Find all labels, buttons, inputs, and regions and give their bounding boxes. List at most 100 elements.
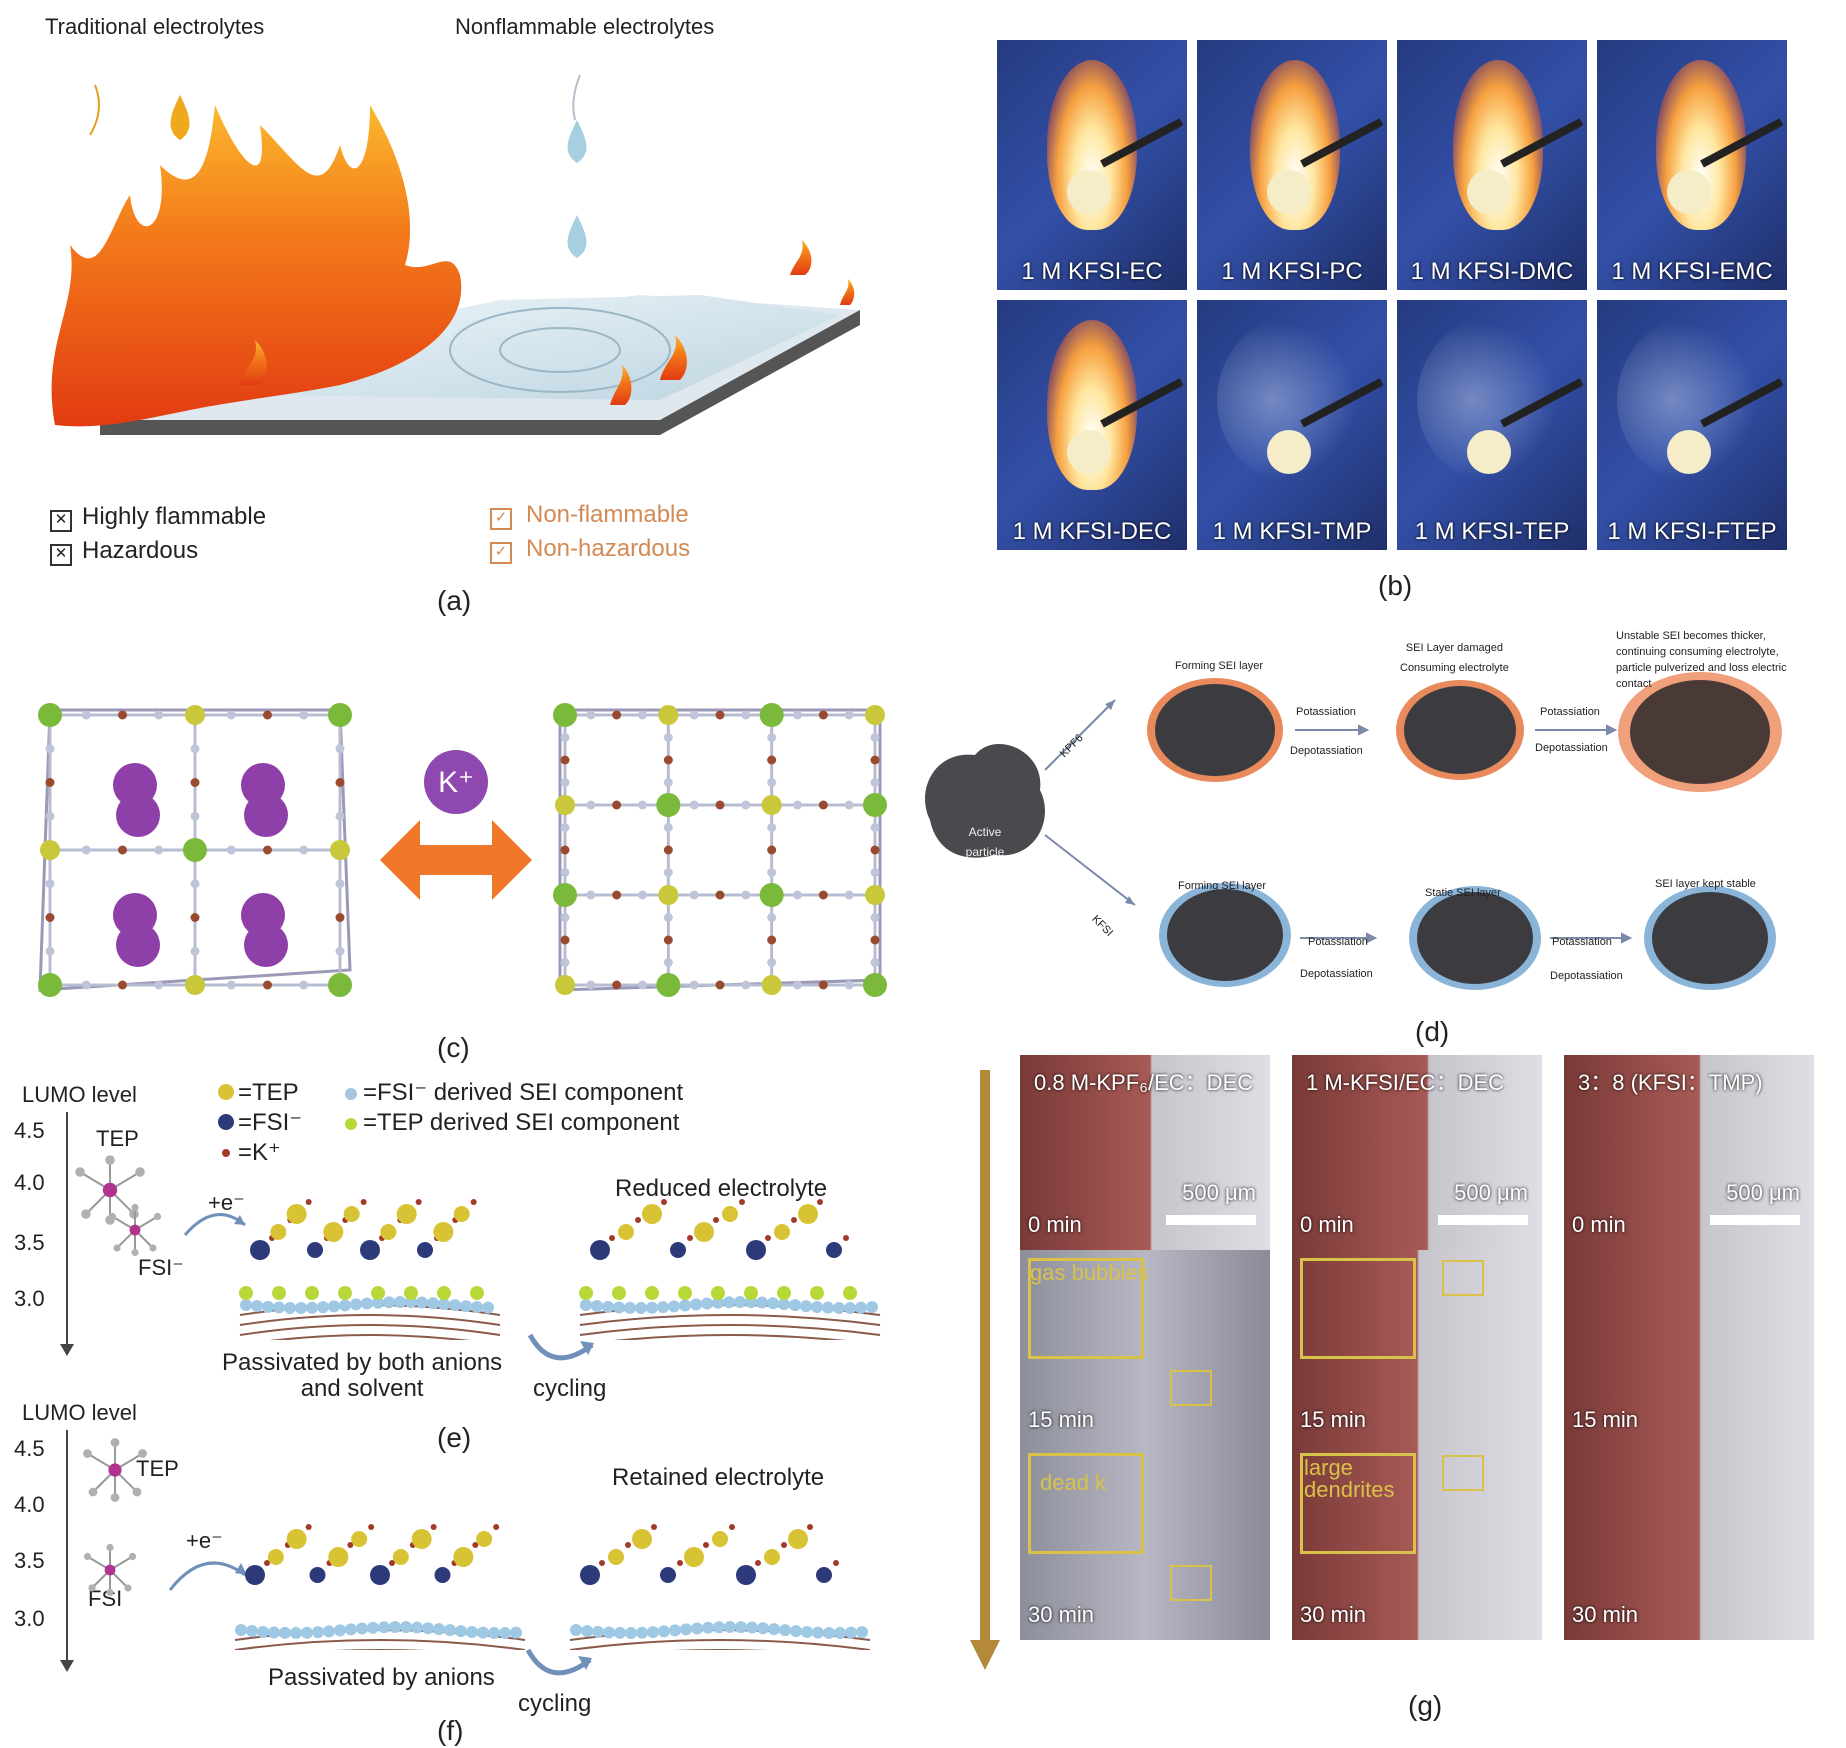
framework-node (328, 973, 352, 997)
sample-disc (1667, 430, 1711, 474)
column-title: 3：8 (KFSI：TMP) (1578, 1070, 1763, 1095)
fire-group (51, 105, 855, 427)
cycling-arrow-e (527, 1333, 594, 1361)
tep-label-e: TEP (96, 1126, 139, 1151)
legend-e-sei: =FSI⁻ derived SEI component =TEP derived… (345, 1078, 683, 1138)
caption-d: (d) (1415, 1016, 1450, 1047)
caption-c: (c) (437, 1032, 470, 1063)
molecule-tep-fsi-f (83, 1438, 147, 1597)
zoom-region (1170, 1565, 1212, 1601)
drop-traditional (170, 95, 190, 140)
flame-test-tile: 1 M KFSI-TEP (1397, 300, 1587, 550)
framework-node (658, 885, 679, 905)
scale-label: 500 μm (1182, 1180, 1256, 1205)
tep-label-f: TEP (136, 1456, 179, 1481)
flame-test-label: 1 M KFSI-EMC (1611, 258, 1773, 285)
caption-e: (e) (437, 1422, 472, 1453)
tick-f-35: 3.5 (14, 1548, 45, 1573)
scale-bar (1166, 1215, 1256, 1225)
framework-node (185, 705, 205, 725)
microscopy-tile: 15 min (1292, 1250, 1542, 1445)
bottom-stage-1: Forming SEI layer (1178, 880, 1267, 892)
tick-e-30: 3.0 (14, 1286, 45, 1311)
good-item-1: Non-flammable (526, 501, 689, 528)
framework-node (553, 703, 577, 727)
caption-b: (b) (1378, 570, 1413, 601)
reduced-label: Reduced electrolyte (615, 1175, 828, 1202)
framework-node (38, 703, 62, 727)
flame-test-tile: 1 M KFSI-DEC (997, 300, 1187, 550)
framework-node (38, 973, 62, 997)
framework-node (555, 975, 575, 995)
bad-list: ✕Highly flammable ✕Hazardous (50, 500, 266, 568)
cycling-label-e: cycling (533, 1375, 607, 1402)
sample-disc (1067, 170, 1111, 214)
flame-test-label: 1 M KFSI-DEC (1012, 518, 1172, 545)
depotassiation-label: Depotassiation (1300, 968, 1373, 980)
flame-test-tile: 1 M KFSI-DMC (1397, 40, 1587, 290)
depotassiation-label: Depotassiation (1535, 742, 1608, 754)
fsi-dot-icon (218, 1114, 234, 1130)
potassiation-label: Potassiation (1552, 936, 1612, 948)
depotassiation-label: Depotassiation (1550, 970, 1623, 982)
sample-disc (1467, 430, 1511, 474)
sample-disc (1267, 170, 1311, 214)
drop-1 (567, 120, 587, 163)
flame-test-tile: 1 M KFSI-FTEP (1597, 300, 1787, 550)
bad-item-2: Hazardous (82, 537, 199, 564)
tick-f-30: 3.0 (14, 1606, 45, 1631)
caption-f: (f) (437, 1715, 464, 1746)
tick-f-40: 4.0 (14, 1492, 45, 1517)
particles-kpf6 (1147, 672, 1782, 792)
arrow-traditional (89, 84, 100, 136)
time-label: 0 min (1028, 1212, 1082, 1237)
framework-node (759, 703, 784, 727)
k-ion-icon (424, 750, 488, 814)
microscopy-tile: 3：8 (KFSI：TMP) 500 μm 0 min (1564, 1055, 1814, 1250)
column-title: 0.8 M-KPF₆/EC：DEC (1034, 1070, 1254, 1095)
scale-label: 500 μm (1726, 1180, 1800, 1205)
sei-scene-e (239, 1199, 881, 1340)
lumo-label-e: LUMO level (22, 1082, 137, 1107)
microscopy-tile: 30 min (1564, 1445, 1814, 1640)
framework-right (553, 703, 887, 997)
top-stage-3: Unstable SEI becomes thicker,continuing … (1616, 630, 1787, 690)
framework-node (863, 973, 887, 997)
time-label: 30 min (1300, 1602, 1367, 1627)
tep-dot-icon (218, 1084, 234, 1100)
framework-node (658, 705, 679, 725)
time-label: 15 min (1028, 1407, 1095, 1432)
framework-node (656, 793, 681, 817)
particles-kfsi (1159, 883, 1776, 990)
framework-node (183, 838, 207, 862)
framework-node (865, 885, 885, 905)
zoom-region (1442, 1455, 1484, 1491)
time-label: 30 min (1572, 1602, 1639, 1627)
zoom-inset (1300, 1453, 1416, 1554)
lumo-label-f: LUMO level (22, 1400, 137, 1425)
flame-test-label: 1 M KFSI-EC (1021, 258, 1163, 285)
flame-test-tile: 1 M KFSI-PC (1197, 40, 1387, 290)
sei-schematic (925, 672, 1782, 990)
caption-a: (a) (437, 585, 472, 616)
flame-test-tile: 1 M KFSI-EC (997, 40, 1187, 290)
bottom-stage-3: SEI layer kept stable (1655, 878, 1756, 890)
potassiation-label: Potassiation (1308, 936, 1368, 948)
electron-arrow-f (168, 1561, 247, 1591)
flame-test-tile: 1 M KFSI-TMP (1197, 300, 1387, 550)
time-label: 0 min (1572, 1212, 1626, 1237)
flame-test-label: 1 M KFSI-TMP (1212, 518, 1372, 545)
retained-label: Retained electrolyte (612, 1464, 825, 1491)
tick-e-35: 3.5 (14, 1230, 45, 1255)
potassiation-label: Potassiation (1540, 706, 1600, 718)
k-ion-label: K⁺ (438, 766, 474, 799)
good-list: ✓Non-flammable ✓Non-hazardous (490, 498, 690, 566)
sei-scene-f (234, 1524, 871, 1650)
framework-node (553, 883, 577, 907)
drop-2 (567, 215, 587, 258)
tick-e-45: 4.5 (14, 1118, 45, 1143)
